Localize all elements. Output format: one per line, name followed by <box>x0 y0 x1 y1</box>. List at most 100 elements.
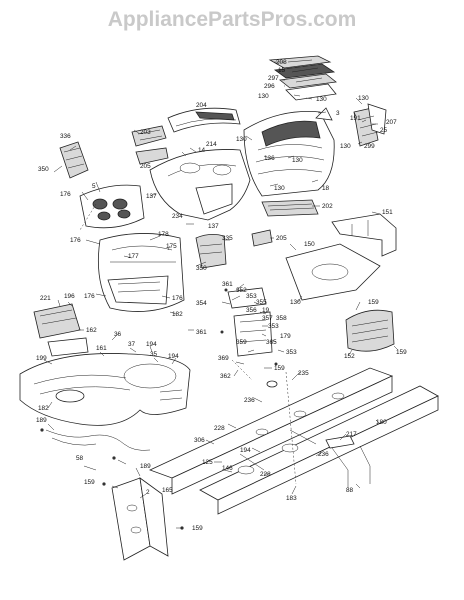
callout-137: 137 <box>146 193 157 200</box>
callout-130: 130 <box>274 185 285 192</box>
callout-353: 353 <box>286 349 297 356</box>
callout-159: 159 <box>192 525 203 532</box>
callout-235: 235 <box>298 370 309 377</box>
callout-176: 176 <box>172 295 183 302</box>
hood-trim-stack <box>268 55 337 101</box>
callout-236: 236 <box>244 397 255 404</box>
callout-361: 361 <box>196 329 207 336</box>
callout-306: 306 <box>194 437 205 444</box>
bracket-151 <box>331 213 397 257</box>
callout-353: 353 <box>246 293 257 300</box>
callout-214: 214 <box>206 141 217 148</box>
callout-194: 194 <box>240 447 251 454</box>
callout-182: 182 <box>172 311 183 318</box>
callout-labels: 208 15 297 296 130 130 204 3 130 191 207… <box>36 59 407 532</box>
callout-336: 336 <box>60 133 71 140</box>
callout-159: 159 <box>368 299 379 306</box>
callout-25: 25 <box>380 127 388 134</box>
callout-194: 194 <box>168 353 179 360</box>
callout-205: 205 <box>140 163 151 170</box>
callout-196: 196 <box>64 293 75 300</box>
callout-350: 350 <box>38 166 49 173</box>
front-fender-175 <box>98 233 185 312</box>
callout-176: 176 <box>84 293 95 300</box>
callout-130: 130 <box>316 96 327 103</box>
callout-14: 14 <box>198 147 206 154</box>
callout-159: 159 <box>396 349 407 356</box>
callout-234: 234 <box>172 213 183 220</box>
callout-353: 353 <box>268 323 279 330</box>
callout-130: 130 <box>258 93 269 100</box>
callout-5: 5 <box>92 183 96 190</box>
callout-189: 189 <box>140 463 151 470</box>
main-hood-3 <box>243 107 335 197</box>
callout-36: 36 <box>114 331 122 338</box>
callout-177: 177 <box>128 253 139 260</box>
callout-202: 202 <box>322 203 333 210</box>
callout-161: 161 <box>96 345 107 352</box>
callout-297: 297 <box>268 75 279 82</box>
callout-151: 151 <box>382 209 393 216</box>
callout-352: 352 <box>236 287 247 294</box>
grill-205 <box>251 229 273 247</box>
callout-350: 350 <box>196 265 207 272</box>
callout-228: 228 <box>214 425 225 432</box>
mower-lift-336 <box>59 141 89 179</box>
callout-205: 205 <box>276 235 287 242</box>
callout-19: 19 <box>262 307 270 314</box>
callout-146: 146 <box>222 465 233 472</box>
rear-tray-150 <box>285 243 381 301</box>
callout-207: 207 <box>386 119 397 126</box>
callout-2: 2 <box>146 489 150 496</box>
callout-159: 159 <box>274 365 285 372</box>
leader-lines <box>43 61 399 529</box>
watermark-text: AppliancePartsPros.com <box>108 8 357 31</box>
callout-180: 180 <box>376 419 387 426</box>
callout-3: 3 <box>336 110 340 117</box>
callout-150: 150 <box>304 241 315 248</box>
callout-152: 152 <box>344 353 355 360</box>
callout-130: 130 <box>340 143 351 150</box>
hitch-217 <box>325 435 371 488</box>
front-bracket-165 <box>102 477 184 561</box>
hood-panel-204 <box>167 107 241 133</box>
callout-182: 182 <box>38 405 49 412</box>
grille-parts-191-207 <box>353 103 387 147</box>
side-panel-203 <box>131 125 169 165</box>
seat-152 <box>345 309 395 352</box>
callout-296: 296 <box>264 83 275 90</box>
dash-panel-14 <box>149 149 251 221</box>
callout-299: 299 <box>364 143 375 150</box>
wire-harness-58 <box>40 428 151 460</box>
callout-361: 361 <box>222 281 233 288</box>
callout-130: 130 <box>290 299 301 306</box>
bracket-335 <box>195 234 227 269</box>
callout-199: 199 <box>36 355 47 362</box>
callout-204: 204 <box>196 102 207 109</box>
dashed-lines <box>79 203 297 485</box>
callout-203: 203 <box>140 129 151 136</box>
callout-58: 58 <box>76 455 84 462</box>
callout-175: 175 <box>166 243 177 250</box>
callout-335: 335 <box>222 235 233 242</box>
callout-369: 369 <box>218 355 229 362</box>
callout-165: 165 <box>162 487 173 494</box>
callout-362: 362 <box>220 373 231 380</box>
callout-355: 355 <box>256 299 267 306</box>
callout-136: 136 <box>264 155 275 162</box>
vent-panel-202 <box>261 199 319 217</box>
callout-236: 236 <box>318 451 329 458</box>
callout-179: 179 <box>280 333 291 340</box>
callout-88: 88 <box>346 487 354 494</box>
frame-180 <box>148 367 439 515</box>
callout-18: 18 <box>322 185 330 192</box>
callout-194: 194 <box>146 341 157 348</box>
callout-183: 183 <box>286 495 297 502</box>
callout-176: 176 <box>70 237 81 244</box>
callout-130: 130 <box>292 157 303 164</box>
side-trim-221-196 <box>33 303 89 357</box>
callout-162: 162 <box>86 327 97 334</box>
callout-137: 137 <box>208 223 219 230</box>
console-5 <box>79 184 145 229</box>
callout-125: 125 <box>202 459 213 466</box>
